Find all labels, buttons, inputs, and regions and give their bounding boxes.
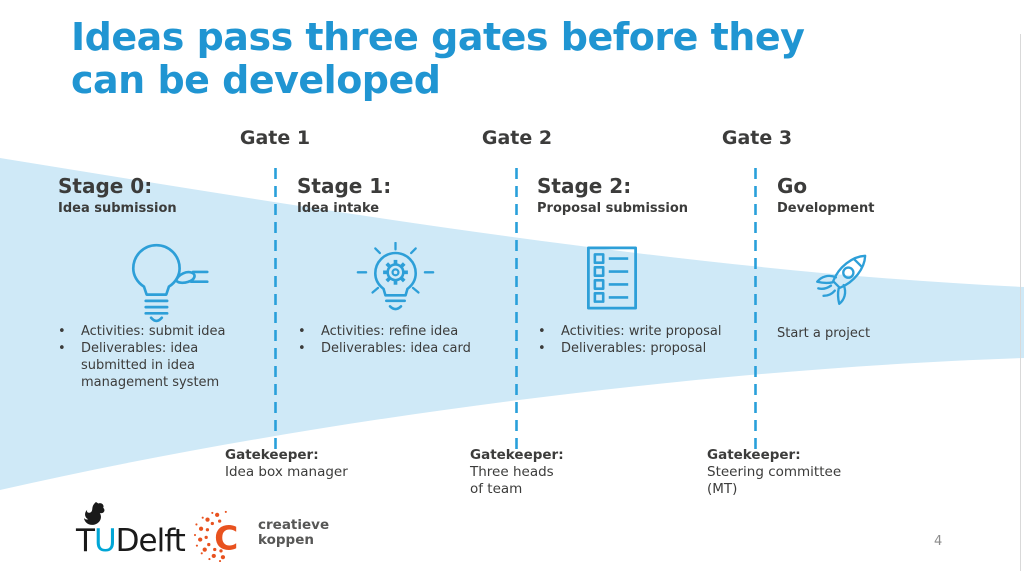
stage-1-header: Stage 1: Idea intake bbox=[297, 175, 527, 216]
bullet-item: • Deliverables: idea card bbox=[298, 341, 471, 356]
gatekeeper-3-name-line-1: Steering committee bbox=[707, 464, 842, 480]
swoosh-shape bbox=[0, 158, 1024, 490]
stage-0-header: Stage 0: Idea submission bbox=[58, 175, 288, 216]
stage-go-title: Go bbox=[777, 174, 808, 198]
stage-2-header: Stage 2: Proposal submission bbox=[537, 175, 767, 216]
lightbulb-hand-icon bbox=[131, 243, 209, 323]
bullet-dot: • bbox=[298, 341, 306, 356]
bullet-dot: • bbox=[298, 324, 306, 339]
gatekeeper-3-name-line-2: (MT) bbox=[707, 481, 738, 497]
gate-2-label: Gate 2 bbox=[481, 127, 553, 149]
gatekeeper-1-label: Gatekeeper: bbox=[225, 447, 319, 463]
checklist-icon bbox=[587, 246, 637, 310]
creatieve-koppen-line-2: koppen bbox=[258, 532, 314, 548]
stage-go-note: Start a project bbox=[777, 326, 871, 341]
bullet-dot: • bbox=[538, 324, 546, 339]
gate-3-label: Gate 3 bbox=[721, 127, 793, 149]
gatekeeper-1-name: Idea box manager bbox=[225, 464, 348, 480]
slide-edge-divider bbox=[1020, 34, 1021, 571]
page-number: 4 bbox=[934, 534, 943, 549]
stage-0-title: Stage 0: bbox=[58, 174, 153, 198]
gatekeeper-2: Gatekeeper: Three heads of team bbox=[470, 447, 564, 498]
creatieve-koppen-logo: C bbox=[193, 510, 238, 562]
tudelft-delft: Delft bbox=[115, 523, 186, 559]
stage-1-title: Stage 1: bbox=[297, 174, 392, 198]
stage-2-bullets: • Activities: write proposal • Deliverab… bbox=[538, 323, 773, 357]
bullet-item: • Activities: refine idea bbox=[298, 324, 459, 339]
title-line-1: Ideas pass three gates before they bbox=[71, 15, 805, 59]
creatieve-koppen-text: creatieve koppen bbox=[258, 518, 329, 548]
tudelft-logo: TUDelft bbox=[76, 523, 186, 559]
gatekeeper-2-label: Gatekeeper: bbox=[470, 447, 564, 463]
stage-2-subtitle: Proposal submission bbox=[537, 201, 689, 216]
bullet-dot: • bbox=[538, 341, 546, 356]
gatekeeper-3-label: Gatekeeper: bbox=[707, 447, 801, 463]
title-line-2: can be developed bbox=[71, 57, 441, 102]
bullet-item: • Deliverables: idea submitted in idea m… bbox=[58, 341, 220, 390]
gatekeeper-2-name-line-1: Three heads bbox=[470, 464, 554, 480]
gatekeeper-3: Gatekeeper: Steering committee (MT) bbox=[707, 447, 841, 498]
gatekeeper-1: Gatekeeper: Idea box manager bbox=[225, 447, 348, 481]
bullet-item: • Deliverables: proposal bbox=[538, 341, 707, 356]
tudelft-u: U bbox=[93, 523, 117, 559]
creatieve-koppen-line-1: creatieve bbox=[258, 517, 330, 533]
rocket-icon bbox=[816, 254, 867, 305]
stage-1-bullets: • Activities: refine idea • Deliverables… bbox=[298, 323, 533, 357]
gate-1-label: Gate 1 bbox=[239, 127, 311, 149]
stage-1-subtitle: Idea intake bbox=[297, 201, 380, 216]
tudelft-t: T bbox=[76, 523, 95, 559]
stage-0-bullets: • Activities: submit idea • Deliverables… bbox=[58, 323, 293, 391]
gatekeeper-2-name-line-2: of team bbox=[470, 481, 523, 497]
tudelft-flame-icon bbox=[83, 502, 105, 525]
bullet-item: • Activities: submit idea bbox=[58, 324, 226, 339]
page-title: Ideas pass three gates before they can b… bbox=[71, 16, 971, 102]
stage-go-header: Go Development bbox=[777, 175, 1007, 216]
bullet-dot: • bbox=[58, 324, 66, 339]
lightbulb-gear-icon bbox=[356, 242, 435, 311]
stage-go-subtitle: Development bbox=[777, 201, 875, 216]
bullet-item: • Activities: write proposal bbox=[538, 324, 722, 339]
creatieve-koppen-c: C bbox=[214, 519, 238, 557]
stage-0-subtitle: Idea submission bbox=[58, 201, 177, 216]
stage-2-title: Stage 2: bbox=[537, 174, 632, 198]
bullet-dot: • bbox=[58, 341, 66, 356]
